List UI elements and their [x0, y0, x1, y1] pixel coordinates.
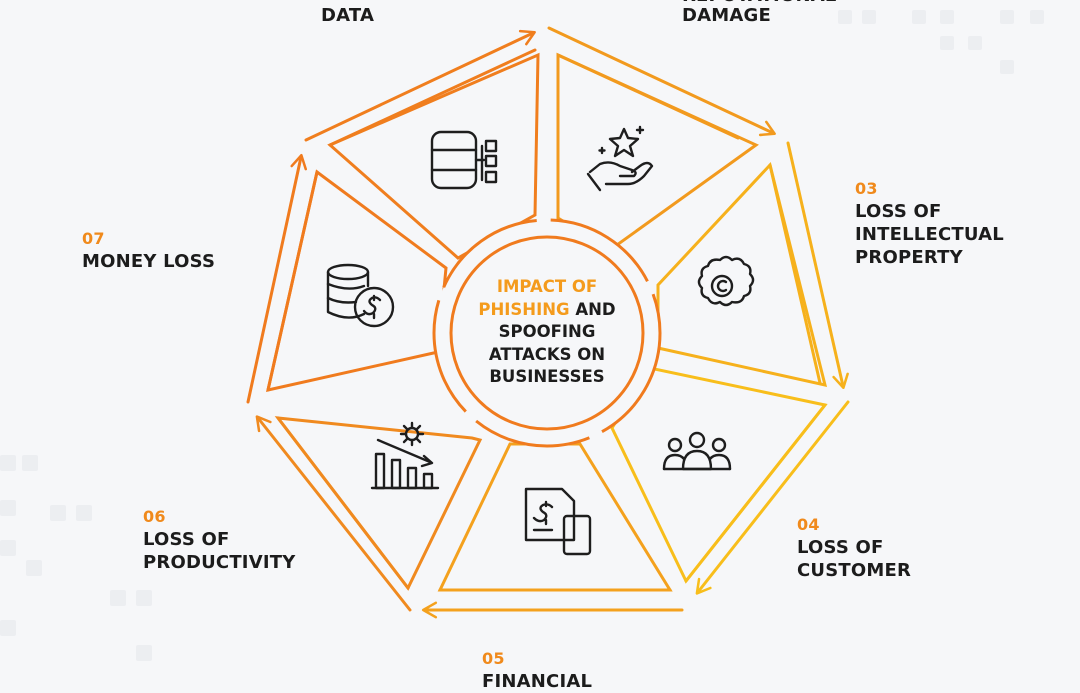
- center-title-line2-highlight: PHISHING: [478, 299, 570, 319]
- arrow-reputation-to-property: [768, 141, 849, 390]
- label-money-loss: 07 MONEY LOSS: [82, 229, 216, 272]
- arrow-data-to-reputation: [547, 26, 776, 140]
- arrow-money-to-data: [304, 29, 537, 147]
- center-title-line5: BUSINESSES: [489, 367, 605, 386]
- database-network-icon: [430, 130, 498, 190]
- label-data: DATA: [321, 5, 375, 26]
- center-title: IMPACT OF PHISHING AND SPOOFING ATTACKS …: [459, 276, 635, 389]
- label-intellectual-property: 03 LOSS OF INTELLECTUAL PROPERTY: [855, 179, 1004, 268]
- center-title-line1: IMPACT OF: [496, 277, 598, 296]
- hand-star-icon: [586, 125, 654, 192]
- brain-copyright-icon: [697, 255, 755, 307]
- label-loss-of-customer: 04 LOSS OF CUSTOMER: [797, 515, 912, 581]
- declining-chart-icon: [370, 421, 440, 490]
- center-title-line3: SPOOFING: [498, 322, 596, 341]
- impact-diagram: [246, 26, 850, 619]
- label-loss-of-productivity: 06 LOSS OF PRODUCTIVITY: [143, 507, 296, 573]
- label-financial: 05 FINANCIAL: [482, 649, 593, 692]
- center-title-line2-rest: AND: [569, 299, 616, 319]
- center-hub: [432, 218, 662, 448]
- money-documents-icon: [524, 487, 592, 556]
- people-group-icon: [662, 431, 732, 471]
- label-reputational-damage: REPUTATIONAL DAMAGE: [682, 0, 836, 26]
- arrow-productivity-to-money: [246, 153, 319, 404]
- coins-dollar-icon: [326, 263, 395, 328]
- arrow-customer-to-financial: [421, 588, 684, 619]
- center-title-line4: ATTACKS ON: [488, 344, 606, 364]
